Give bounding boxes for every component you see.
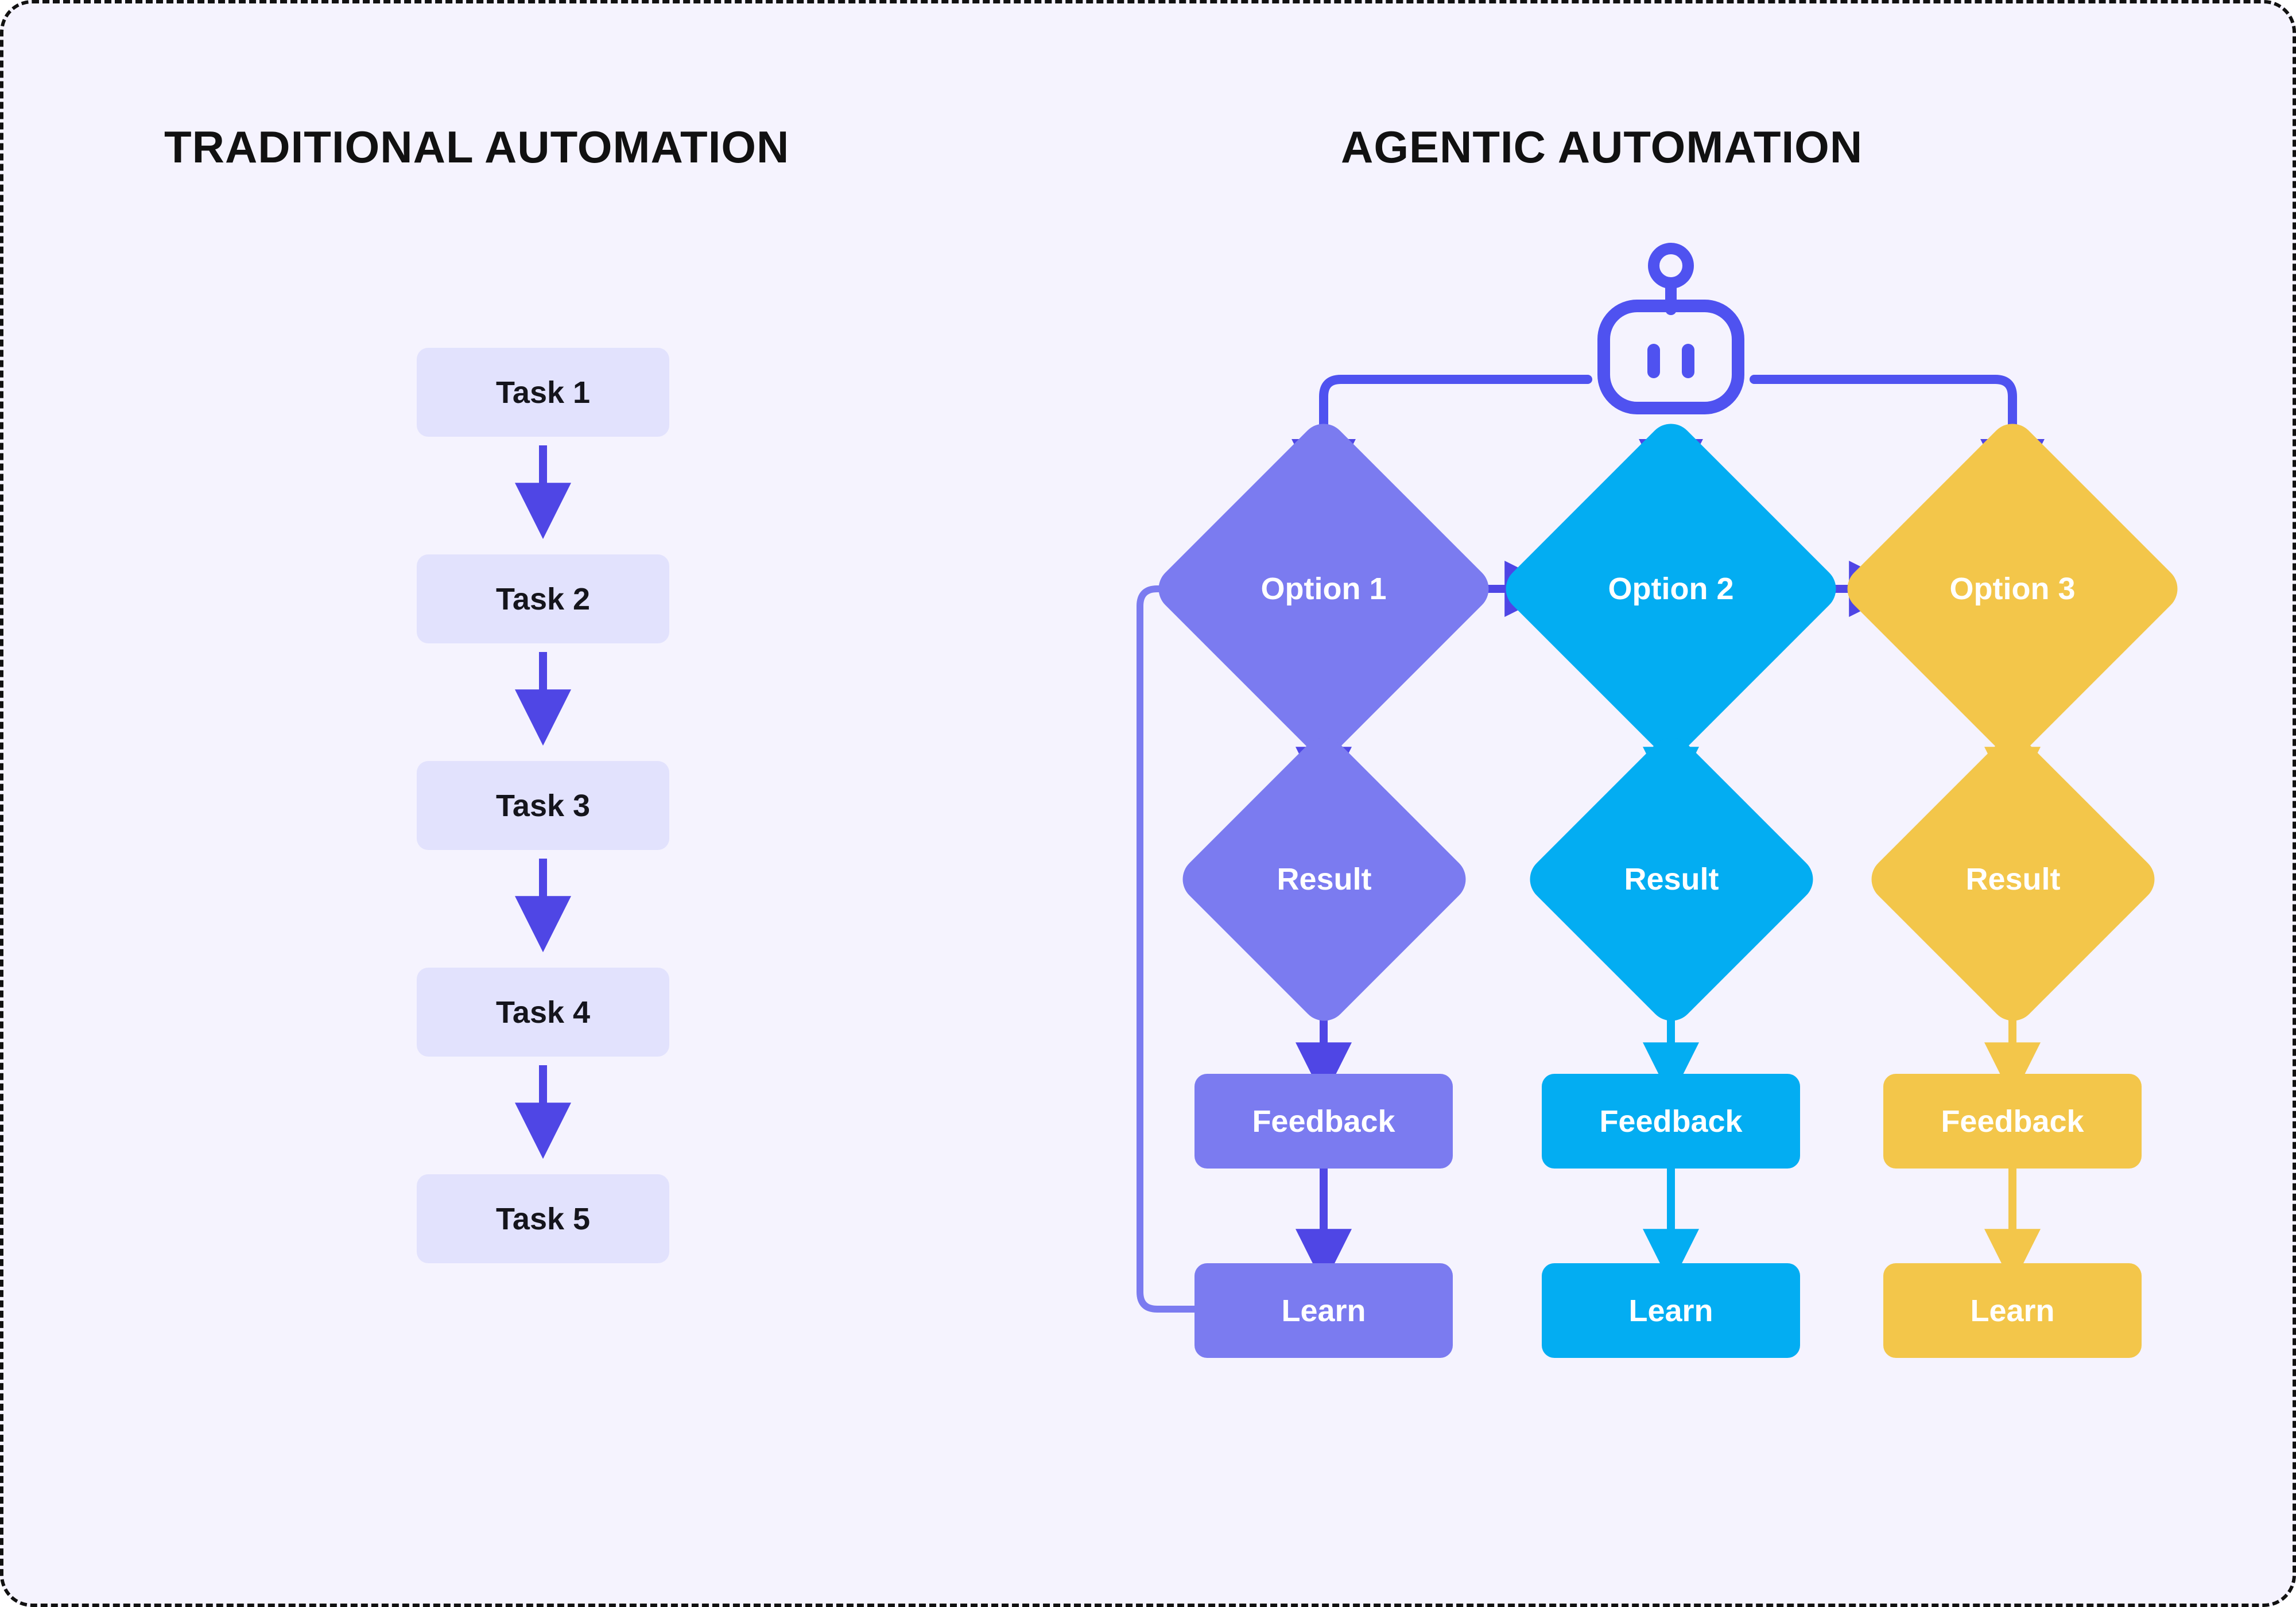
result-2-diamond[interactable]: Result (1520, 728, 1823, 1031)
feedback-box-1[interactable]: Feedback (1194, 1074, 1453, 1169)
feedback-label: Feedback (1252, 1104, 1395, 1139)
result-3-diamond[interactable]: Result (1861, 728, 2165, 1031)
learn-box-1[interactable]: Learn (1194, 1263, 1453, 1358)
option-3-diamond[interactable]: Option 3 (1837, 414, 2188, 764)
result-label: Result (1624, 862, 1719, 896)
feedback-loop-wire (1137, 565, 1227, 1313)
result-label: Result (1277, 862, 1372, 896)
option-label: Option 3 (1949, 572, 2076, 606)
feedback-label: Feedback (1941, 1104, 2084, 1139)
option-1-diamond[interactable]: Option 1 (1149, 414, 1499, 764)
learn-box-2[interactable]: Learn (1542, 1263, 1800, 1358)
learn-box-3[interactable]: Learn (1883, 1263, 2142, 1358)
result-1-diamond[interactable]: Result (1173, 728, 1476, 1031)
task-box-4[interactable]: Task 4 (417, 968, 669, 1057)
task-box-5[interactable]: Task 5 (417, 1174, 669, 1263)
feedback-box-3[interactable]: Feedback (1883, 1074, 2142, 1169)
task-label: Task 1 (495, 375, 591, 410)
option-label: Option 2 (1608, 572, 1734, 606)
task-label: Task 5 (495, 1201, 591, 1236)
agentic-automation-title: AGENTIC AUTOMATION (1341, 122, 1863, 172)
task-label: Task 3 (495, 788, 591, 823)
task-box-2[interactable]: Task 2 (417, 554, 669, 643)
result-label: Result (1965, 862, 2061, 896)
traditional-automation-title: TRADITIONAL AUTOMATION (164, 122, 790, 172)
option-2-diamond[interactable]: Option 2 (1496, 414, 1846, 764)
task-box-3[interactable]: Task 3 (417, 761, 669, 850)
feedback-box-2[interactable]: Feedback (1542, 1074, 1800, 1169)
task-box-1[interactable]: Task 1 (417, 348, 669, 437)
learn-label: Learn (1970, 1293, 2055, 1328)
learn-label: Learn (1628, 1293, 1713, 1328)
option-label: Option 1 (1261, 572, 1387, 606)
task-label: Task 2 (495, 581, 591, 616)
task-label: Task 4 (495, 995, 591, 1030)
feedback-label: Feedback (1599, 1104, 1743, 1139)
robot-icon (1588, 242, 1754, 431)
learn-label: Learn (1281, 1293, 1366, 1328)
